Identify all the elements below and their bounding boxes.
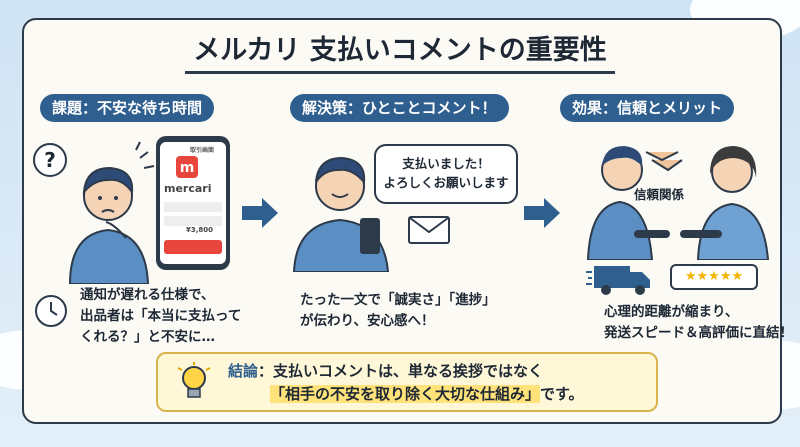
conclusion-highlight: 「相手の不安を取り除く大切な仕組み」 [270,385,541,403]
title-area: メルカリ 支払いコメントの重要性 [0,28,800,74]
speech-bubble: 支払いました！ よろしくお願いします [374,144,518,204]
conclusion-line-1-rest: ：支払いコメントは、単なる挨拶ではなく [258,362,544,380]
bubble-line-1: 支払いました！ [402,156,490,171]
problem-line-2: 出品者は「本当に支払って [80,308,242,324]
conclusion-line-2-rest: です。 [540,385,584,403]
conclusion-box: 結論：支払いコメントは、単なる挨拶ではなく 「相手の不安を取り除く大切な仕組み」… [156,352,658,412]
svg-text:?: ? [44,148,56,172]
envelope-icon [408,216,450,244]
svg-text:m: m [180,160,195,176]
arrow-right-icon [242,198,278,228]
conclusion-label: 結論 [228,362,259,380]
solution-text: たった一文で「誠実さ」「進捗」 が伝わり、安心感へ！ [300,290,496,332]
clock-icon [35,295,67,327]
phone-brand: mercari [164,182,212,195]
lightbulb-icon [177,362,211,398]
effect-text: 心理的距離が縮まり、 発送スピード＆高評価に直結！ [604,302,793,344]
problem-line-1: 通知が遅れる仕様で、 [80,287,215,303]
phone-header: 取引画面 [190,147,215,154]
bubble-line-2: よろしくお願いします [383,175,509,190]
phone-illustration: m [156,136,230,270]
worried-person-illustration: ? [33,141,155,284]
problem-line-3: くれる？」と不安に… [80,329,215,345]
arrow-right-icon [524,198,560,228]
solution-line-1: たった一文で「誠実さ」「進捗」 [300,292,496,308]
handshake-illustration [586,146,770,260]
trust-label: 信頼関係 [634,187,685,202]
handshake-icon [645,151,683,172]
solution-line-2: が伝わり、安心感へ！ [300,313,435,329]
conclusion-line-1: 結論：支払いコメントは、単なる挨拶ではなく [228,360,543,381]
conclusion-line-2: 「相手の不安を取り除く大切な仕組み」です。 [270,383,584,404]
effect-line-2: 発送スピード＆高評価に直結！ [604,325,793,341]
heading-problem: 課題：不安な待ち時間 [40,94,215,122]
delivery-truck-icon [586,266,650,295]
phone-price: ¥3,800 [186,226,214,234]
heading-solution: 解決策：ひとことコメント！ [290,94,509,122]
problem-text: 通知が遅れる仕様で、 出品者は「本当に支払って くれる？」と不安に… [80,285,241,348]
rating-stars: ★★★★★ [670,264,758,290]
person-with-phone-illustration [292,156,390,272]
mercari-logo-icon [176,156,198,178]
question-icon: ? [33,143,67,177]
heading-effect: 効果：信頼とメリット [560,94,735,122]
page-title: メルカリ 支払いコメントの重要性 [185,28,615,74]
effect-line-1: 心理的距離が縮まり、 [604,304,739,320]
